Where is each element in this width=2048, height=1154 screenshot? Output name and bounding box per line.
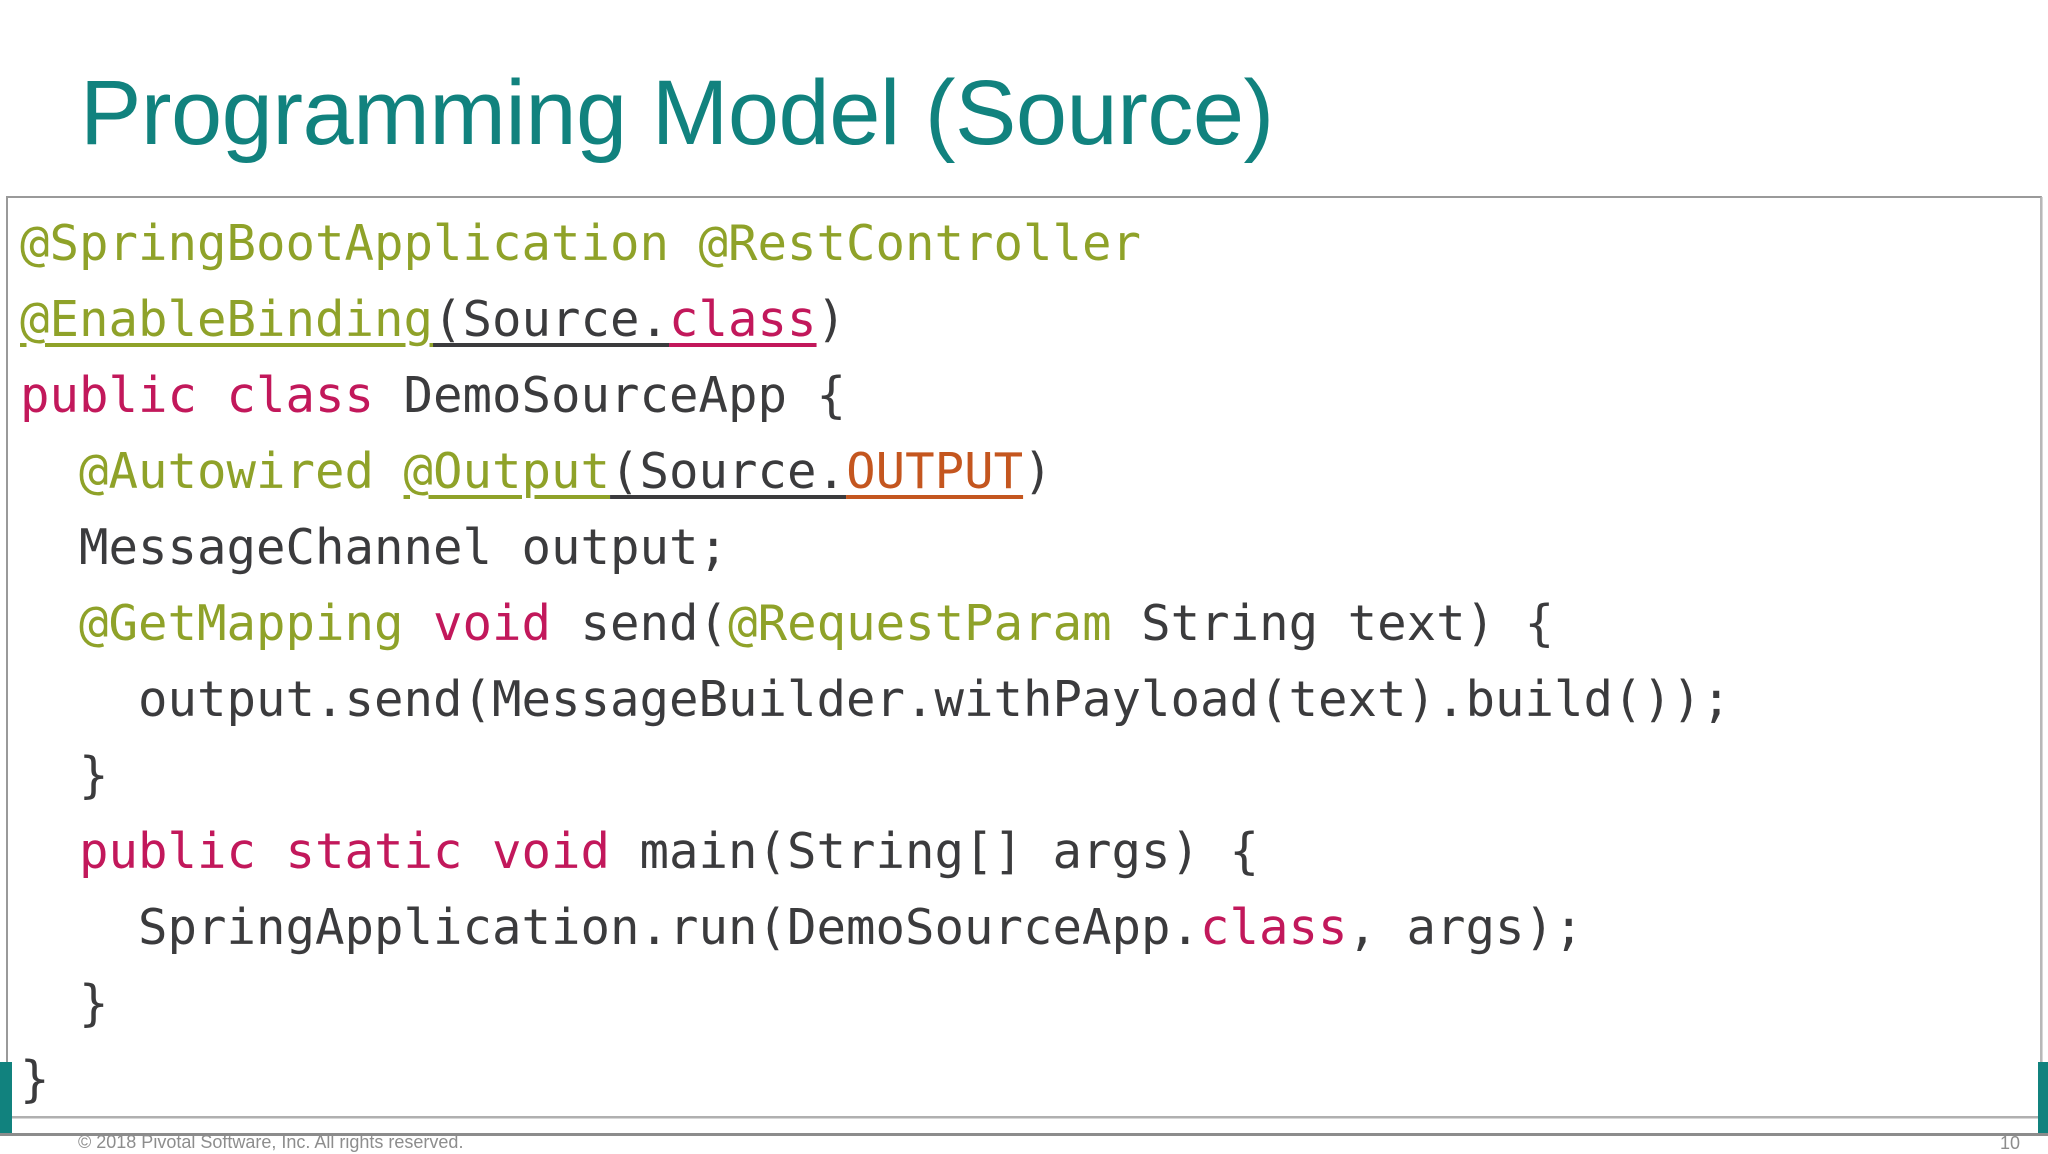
code-line: @EnableBinding(Source.class) bbox=[20, 282, 2040, 358]
footer-divider bbox=[0, 1133, 2048, 1136]
code-token: DemoSourceApp { bbox=[374, 367, 847, 424]
code-line: public static void main(String[] args) { bbox=[20, 814, 2040, 890]
code-line: SpringApplication.run(DemoSourceApp.clas… bbox=[20, 890, 2040, 966]
code-line: @SpringBootApplication @RestController bbox=[20, 206, 2040, 282]
code-line: } bbox=[20, 738, 2040, 814]
code-token: class bbox=[1200, 899, 1348, 956]
code-token: } bbox=[20, 1051, 50, 1108]
code-token: public class bbox=[20, 367, 375, 424]
code-line: } bbox=[20, 1042, 2040, 1116]
code-token: output.send(MessageBuilder.withPayload(t… bbox=[20, 671, 1732, 728]
code-token: OUTPUT bbox=[846, 443, 1024, 500]
code-listing: @SpringBootApplication @RestController @E… bbox=[20, 206, 2040, 1116]
code-token bbox=[20, 595, 79, 652]
code-token: ) bbox=[1023, 443, 1053, 500]
code-token bbox=[20, 823, 79, 880]
code-token: } bbox=[20, 747, 109, 804]
code-block-panel: @SpringBootApplication @RestController @E… bbox=[6, 196, 2042, 1118]
accent-bar-left bbox=[0, 1062, 12, 1134]
accent-bar-right bbox=[2038, 1062, 2048, 1134]
code-token: SpringApplication.run(DemoSourceApp. bbox=[20, 899, 1201, 956]
page-number: 10 bbox=[1999, 1133, 2020, 1153]
code-token: @Autowired bbox=[79, 443, 404, 500]
page-title: Programming Model (Source) bbox=[80, 62, 1274, 164]
code-token: void bbox=[433, 595, 552, 652]
code-token: @RequestParam bbox=[728, 595, 1112, 652]
code-token: @Output bbox=[403, 443, 611, 500]
code-token: @GetMapping bbox=[79, 595, 434, 652]
code-line: @Autowired @Output(Source.OUTPUT) bbox=[20, 434, 2040, 510]
code-token: } bbox=[20, 975, 109, 1032]
footer-copyright: © 2018 Pivotal Software, Inc. All rights… bbox=[78, 1132, 464, 1152]
code-token: public static void bbox=[79, 823, 611, 880]
code-line: MessageChannel output; bbox=[20, 510, 2040, 586]
code-token: main(String[] args) { bbox=[610, 823, 1260, 880]
code-line: output.send(MessageBuilder.withPayload(t… bbox=[20, 662, 2040, 738]
code-token bbox=[20, 443, 79, 500]
code-token: @EnableBinding bbox=[20, 291, 434, 348]
code-token: ) bbox=[816, 291, 847, 348]
code-token: send( bbox=[551, 595, 729, 652]
code-token: @SpringBootApplication @RestController bbox=[20, 215, 1142, 272]
code-line: } bbox=[20, 966, 2040, 1042]
code-token: MessageChannel output; bbox=[20, 519, 729, 576]
code-token: (Source. bbox=[433, 291, 670, 348]
code-token: class bbox=[669, 291, 817, 348]
code-token: (Source. bbox=[610, 443, 847, 500]
code-line: public class DemoSourceApp { bbox=[20, 358, 2040, 434]
code-token: , args); bbox=[1347, 899, 1584, 956]
code-line: @GetMapping void send(@RequestParam Stri… bbox=[20, 586, 2040, 662]
code-token: String text) { bbox=[1111, 595, 1555, 652]
